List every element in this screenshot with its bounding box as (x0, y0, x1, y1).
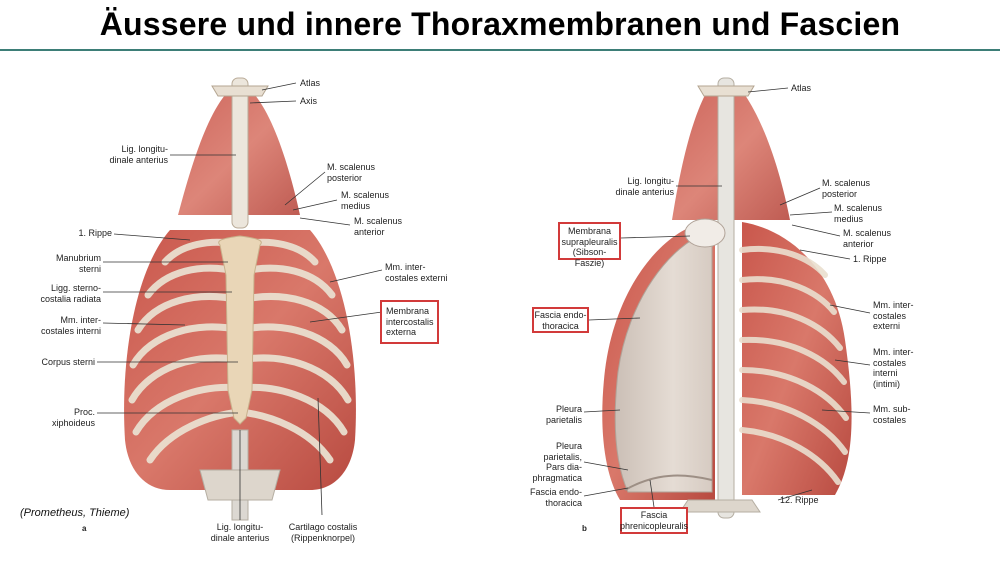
leader-a-atlas (261, 82, 297, 91)
leader-a-cartilago (317, 397, 323, 516)
leader-b-mm-int (834, 359, 871, 366)
cervical-spine-b (717, 77, 735, 519)
leader-a-scal-med (292, 199, 338, 211)
label-a-scal-ant: M. scalenus anterior (354, 216, 403, 237)
label-a-corpus: Corpus sterni (41, 357, 95, 367)
leader-a-scal-post (284, 171, 326, 206)
leader-a-mm-ext (329, 269, 383, 283)
label-a-mm-int: Mm. inter- costales interni (40, 315, 101, 336)
label-a-membrana-ext: Membrana intercostalis externa (386, 306, 434, 337)
label-a-atlas: Atlas (300, 78, 321, 88)
label-b-fascia-endo-top: Fascia endo- thoracica (534, 310, 587, 331)
label-b-scal-med: M. scalenus medius (834, 203, 883, 224)
label-a-scal-med: M. scalenus medius (341, 190, 390, 211)
pleura-parietalis-b (614, 231, 713, 493)
leader-b-scal-post (779, 187, 821, 206)
label-b-mm-ext: Mm. inter- costales externi (873, 300, 914, 331)
label-b-pleura-par: Pleura parietalis (545, 404, 582, 425)
label-b-pleura-diaph: Pleura parietalis, Pars dia- phragmatica (532, 441, 582, 483)
label-b-fascia-endo-bottom: Fascia endo- thoracica (529, 487, 582, 508)
label-b-fascia-phren: Fascia phrenicopleuralis (620, 510, 689, 531)
label-b-mm-int: Mm. inter- costales interni (intimi) (873, 347, 914, 389)
leader-a-mm-int (102, 322, 186, 326)
label-a-axis: Axis (300, 96, 318, 106)
leader-a-scal-ant (299, 217, 351, 226)
leader-b-scal-ant (791, 224, 841, 237)
label-a-mm-ext: Mm. inter- costales externi (385, 262, 448, 283)
label-a-scal-post: M. scalenus posterior (327, 162, 376, 183)
label-b-rippe12: 12. Rippe (780, 495, 819, 505)
label-b-lig-long: Lig. longitu- dinale anterius (615, 176, 674, 197)
leader-a-rippe1 (113, 233, 191, 241)
leader-b-mm-subcost (821, 409, 871, 414)
label-a-lig-long-top: Lig. longitu- dinale anterius (109, 144, 168, 165)
label-b-membrana-supra: Membrana suprapleuralis (Sibson-Faszie) (561, 226, 618, 268)
leader-b-atlas (747, 87, 789, 93)
image-credit: (Prometheus, Thieme) (20, 507, 130, 519)
highlight-membrana-ext (380, 300, 439, 344)
highlight-fascia-phren (620, 507, 688, 534)
leader-a-axis (249, 100, 297, 104)
leader-b-rippe12 (777, 489, 813, 501)
highlight-membrana-supra (558, 222, 621, 260)
highlight-fascia-endo (532, 307, 589, 333)
thorax-anterior-figure (124, 77, 356, 521)
label-a-manubrium: Manubrium sterni (55, 253, 101, 274)
leader-b-scal-med (789, 211, 833, 216)
pleural-dome-b (684, 218, 726, 248)
panel-label-b: b (582, 524, 587, 533)
cervical-spine-a (231, 77, 249, 229)
thorax-sagittal-figure (602, 77, 852, 519)
leader-b-supra (620, 235, 691, 239)
label-a-proc: Proc. xiphoideus (51, 407, 95, 428)
leader-b-fascia-top (588, 317, 641, 321)
panel-label-a: a (82, 524, 87, 533)
title-underline (0, 49, 1000, 51)
leader-b-pleura-par (583, 409, 621, 413)
label-a-rippe1: 1. Rippe (78, 228, 112, 238)
leader-b-rippe1 (799, 249, 851, 260)
leader-b-mm-ext (829, 304, 871, 314)
leader-lines (97, 82, 871, 520)
ribs-b (739, 246, 849, 485)
leader-a-membrana (309, 311, 383, 323)
label-b-scal-post: M. scalenus posterior (822, 178, 871, 199)
label-b-rippe1: 1. Rippe (853, 254, 887, 264)
label-a-lig-long-bottom: Lig. longitu- dinale anterius (210, 522, 270, 543)
label-b-mm-subcost: Mm. sub- costales (873, 404, 911, 425)
leader-b-fascia-bottom (583, 487, 629, 497)
slide-title: Äussere und innere Thoraxmembranen und F… (99, 6, 901, 42)
sternum-a (218, 235, 262, 425)
label-b-scal-ant: M. scalenus anterior (843, 228, 892, 249)
leader-b-phren (649, 479, 655, 508)
thoracic-wall-b (742, 222, 852, 495)
leader-b-pleura-diaph (583, 461, 629, 471)
label-a-ligg-sterno: Ligg. sterno- costalia radiata (40, 283, 101, 304)
label-b-atlas: Atlas (791, 83, 812, 93)
label-a-cartilago: Cartilago costalis (Rippenknorpel) (288, 522, 358, 543)
